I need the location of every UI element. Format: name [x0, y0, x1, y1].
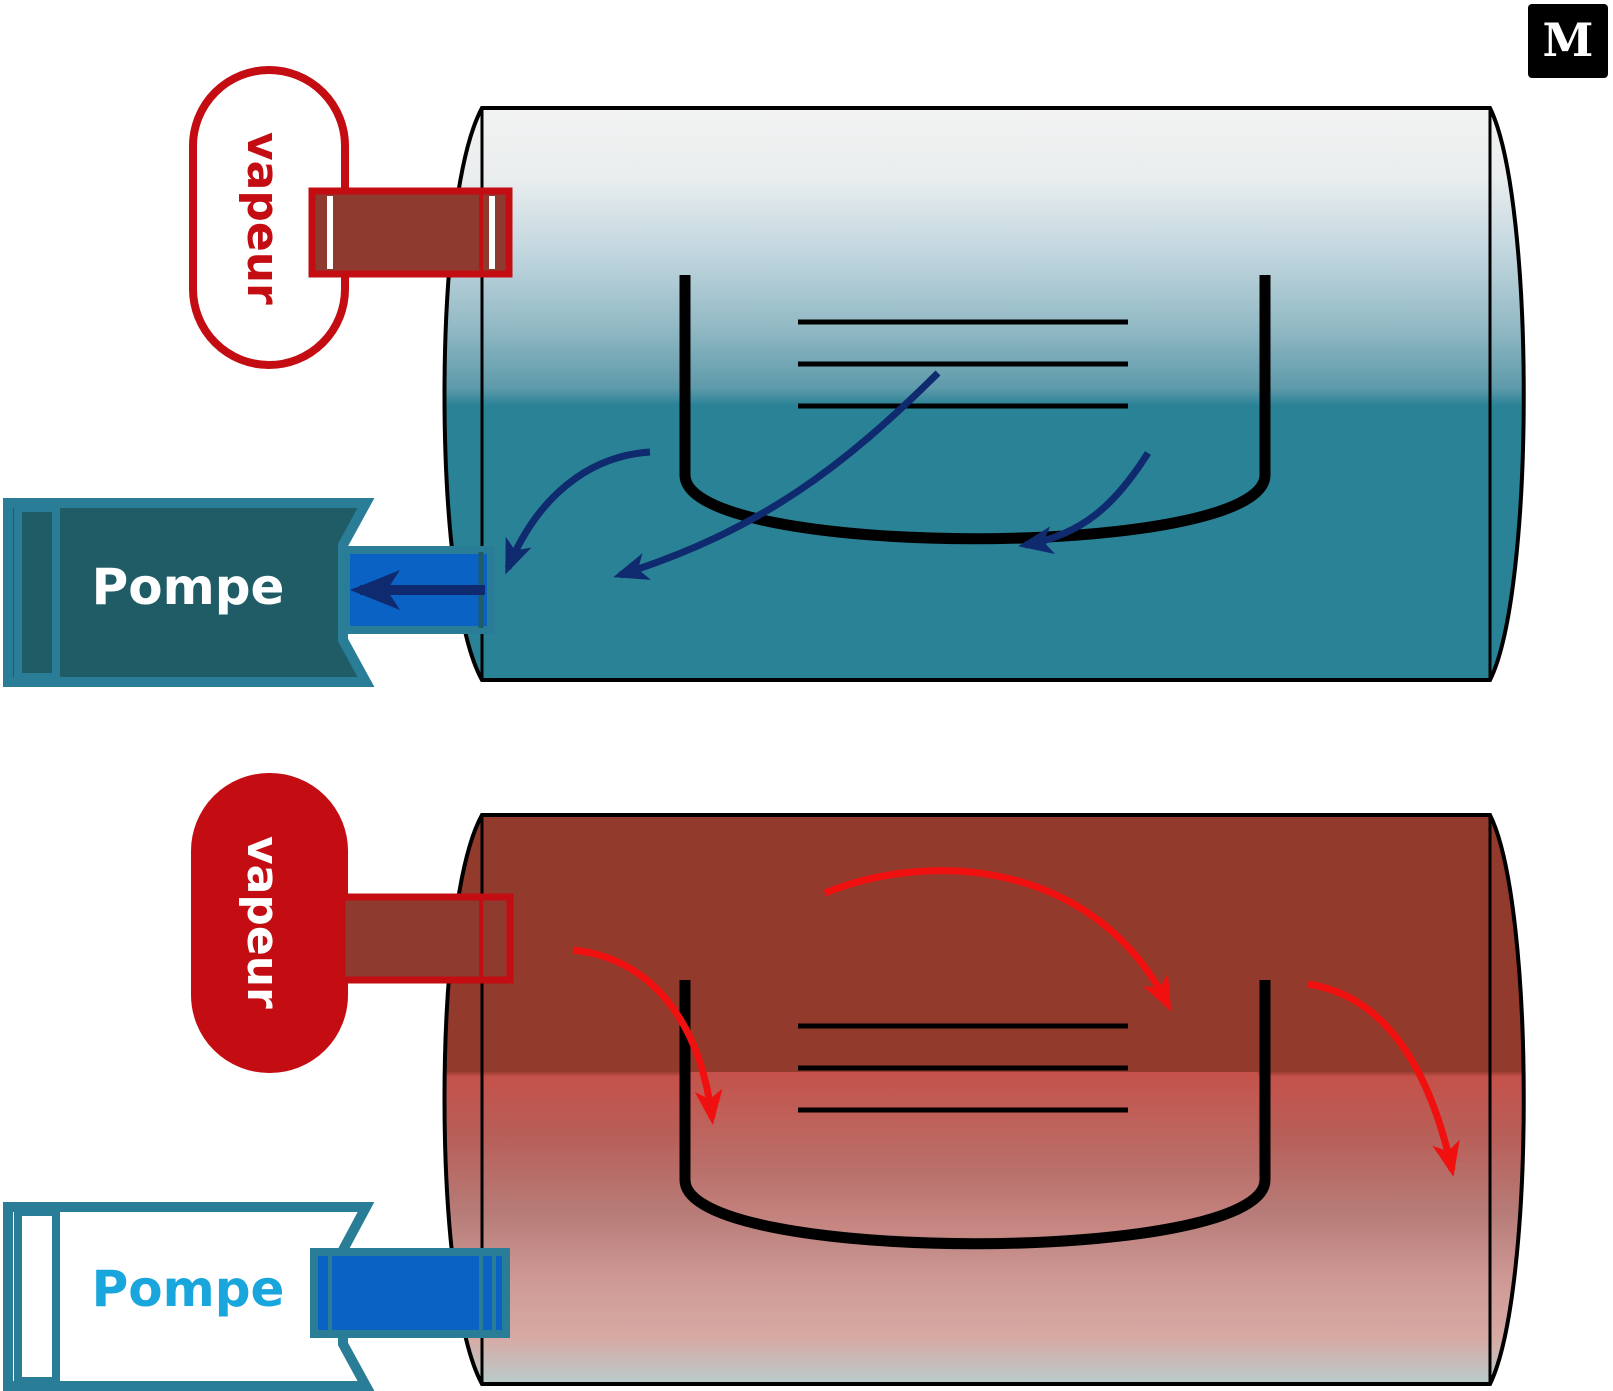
bottom-basket	[679, 980, 1271, 1250]
top-steam-pipe	[308, 187, 513, 278]
flow-arrow	[572, 946, 723, 1125]
logo: M	[1528, 4, 1608, 78]
top-pompe-label: Pompe	[92, 558, 285, 616]
logo-letter: M	[1543, 13, 1594, 67]
bottom-panel: vapeur Pompe	[3, 773, 1526, 1391]
top-pump: Pompe	[3, 498, 495, 687]
top-flow-arrows	[504, 370, 1151, 580]
bottom-pump: Pompe	[3, 1202, 510, 1391]
top-panel: vapeur Pompe	[3, 66, 1526, 687]
top-vapeur-label: vapeur	[237, 132, 288, 305]
flow-arrow	[613, 370, 941, 580]
flow-arrow	[504, 448, 651, 575]
bottom-flow-arrows	[572, 867, 1460, 1177]
bottom-pompe-label: Pompe	[92, 1260, 285, 1318]
top-basket	[679, 275, 1271, 545]
bottom-steam-pipe	[338, 893, 514, 984]
flow-arrow	[823, 867, 1172, 1012]
flow-arrow	[1307, 980, 1460, 1177]
bottom-steam-valve: vapeur	[191, 773, 348, 1073]
bottom-vapeur-label: vapeur	[237, 836, 288, 1009]
flow-arrow	[1018, 451, 1151, 554]
top-tank	[442, 106, 1526, 682]
top-steam-valve: vapeur	[189, 66, 349, 369]
